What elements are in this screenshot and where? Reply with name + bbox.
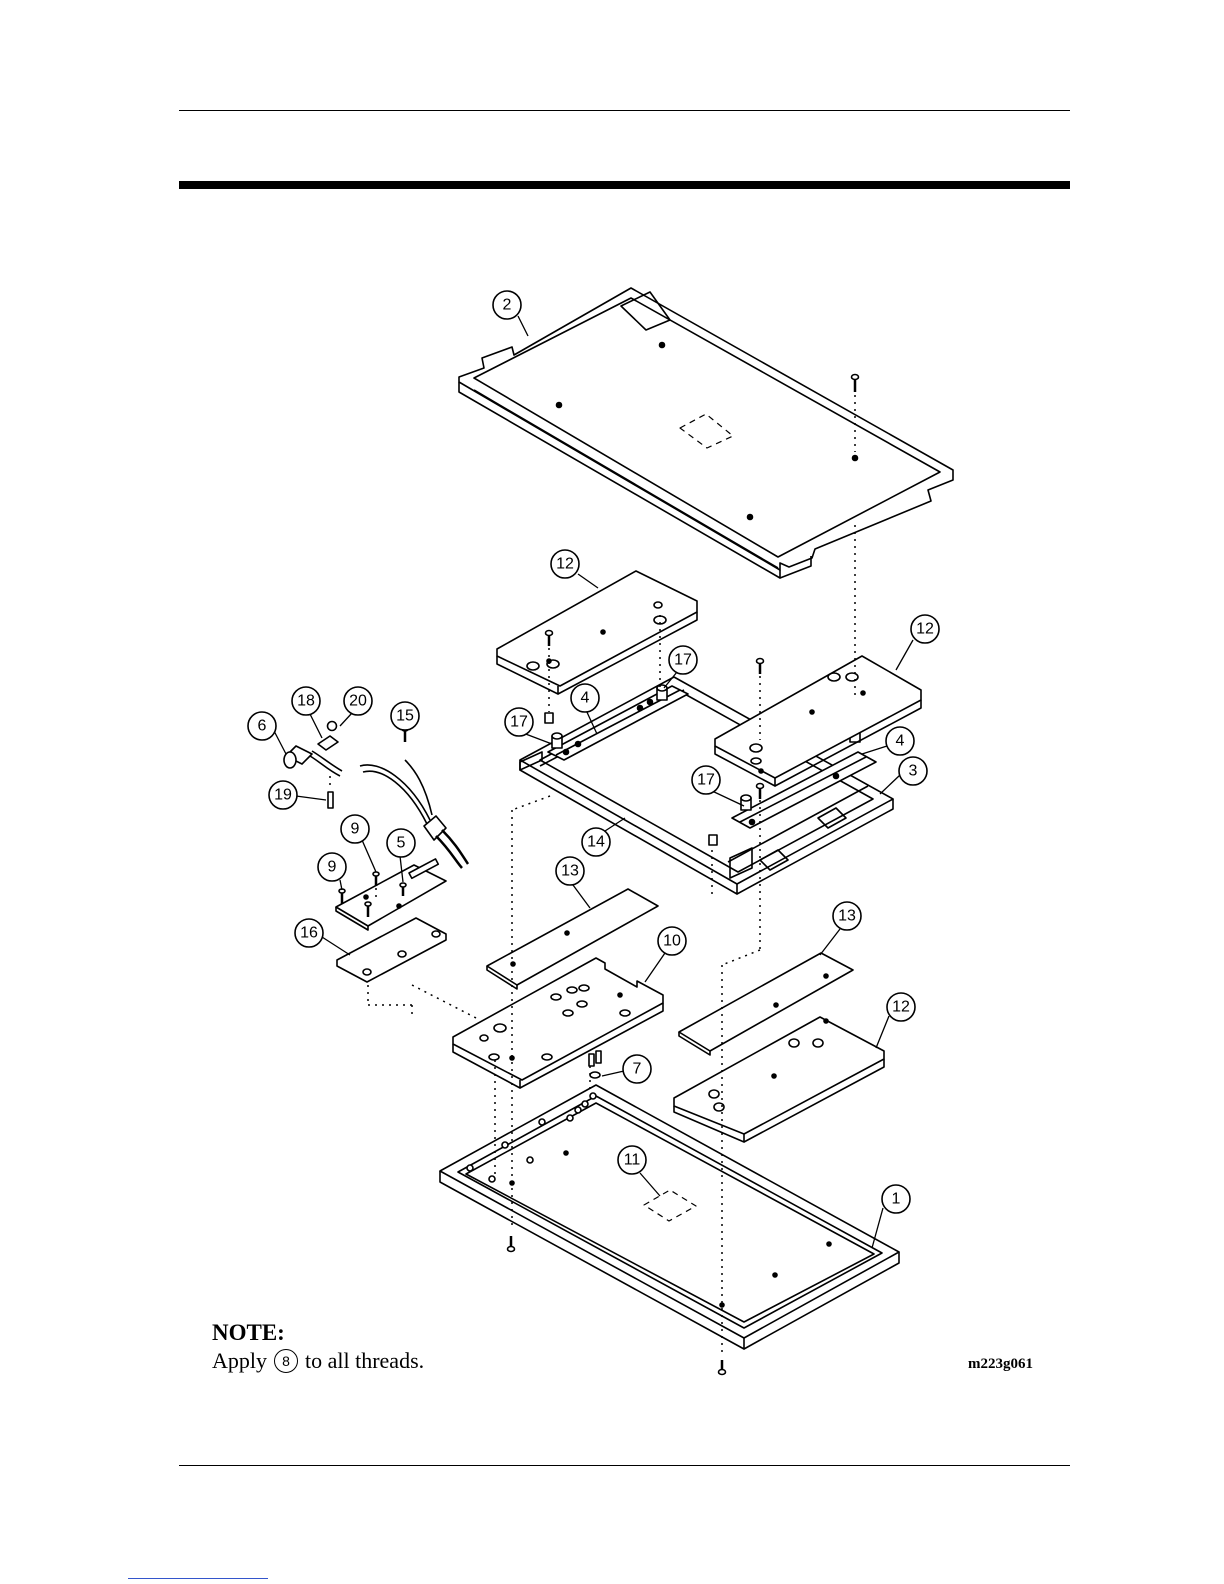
part-base	[440, 1085, 899, 1349]
callout-number: 9	[351, 821, 360, 838]
callout-number: 11	[624, 1152, 641, 1169]
callout-number: 17	[510, 714, 528, 731]
callout-number: 7	[633, 1061, 642, 1078]
screw-icon	[757, 659, 764, 675]
callout-number: 14	[587, 834, 605, 851]
callout-number: 6	[258, 718, 267, 735]
screw-icon	[852, 375, 859, 393]
callout-number: 5	[397, 835, 406, 852]
link-underline	[128, 1578, 268, 1579]
bottom-rule	[179, 1465, 1070, 1466]
callout-number: 13	[561, 863, 579, 880]
callout-number: 20	[349, 693, 367, 710]
callout-number: 17	[674, 652, 692, 669]
part-board-insulator	[337, 918, 446, 982]
note-suffix: to all threads.	[305, 1348, 424, 1374]
callout-number: 16	[300, 925, 318, 942]
callout-number: 12	[892, 999, 910, 1016]
part-plate-upper-left	[497, 571, 697, 694]
callout-number: 13	[838, 908, 856, 925]
callout-number: 12	[556, 556, 574, 573]
note-text: Apply 8 to all threads.	[212, 1348, 424, 1374]
callout-number: 2	[503, 297, 512, 314]
callout-number: 19	[274, 787, 292, 804]
callout-number: 12	[916, 621, 934, 638]
callout-number: 15	[396, 708, 414, 725]
callout-number: 9	[328, 859, 337, 876]
note-ref-callout: 8	[274, 1349, 298, 1373]
callout-number: 4	[581, 690, 590, 707]
callout-number: 10	[663, 933, 681, 950]
note-prefix: Apply	[212, 1348, 267, 1374]
part-circuit-board	[336, 859, 446, 930]
callout-number: 17	[697, 772, 715, 789]
note-title: NOTE:	[212, 1320, 285, 1346]
part-standoff	[589, 1051, 601, 1078]
screw-icon	[508, 1236, 515, 1252]
part-top-cover	[459, 288, 953, 578]
screw-icon	[719, 1360, 726, 1375]
callout-number: 1	[892, 1191, 901, 1208]
figure-id: m223g061	[968, 1356, 1033, 1373]
callout-number: 18	[297, 693, 315, 710]
part-connector	[284, 722, 342, 777]
callout-number: 4	[896, 733, 905, 750]
callout-number: 3	[909, 763, 918, 780]
part-pin	[328, 792, 333, 808]
